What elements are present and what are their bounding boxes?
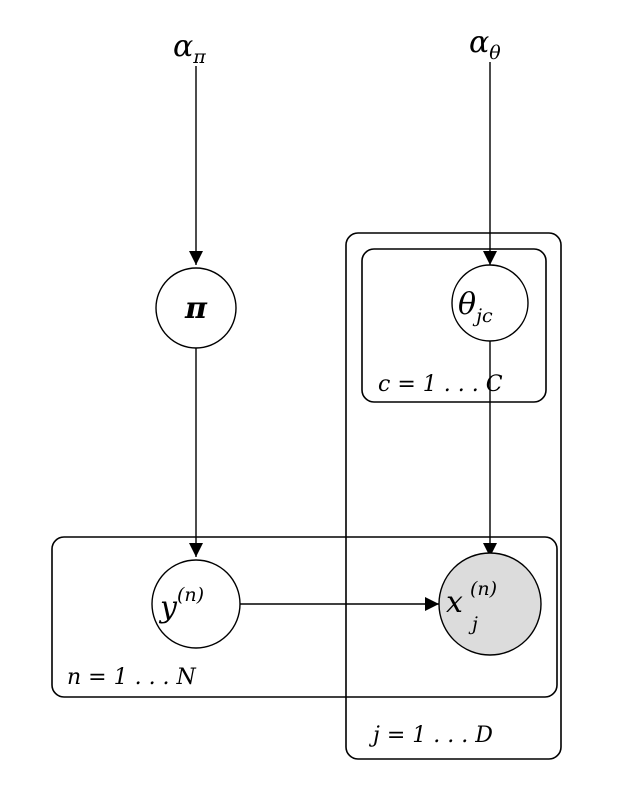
node-theta-label: θjc: [458, 287, 493, 327]
plate-n-label: n = 1 . . . N: [67, 665, 197, 690]
label-alpha-pi: απ: [173, 29, 206, 68]
node-x-subscript: j: [468, 613, 478, 635]
node-x-observed: [438, 552, 542, 656]
plate-c-label: c = 1 . . . C: [378, 372, 503, 397]
node-x-label: x: [446, 585, 463, 620]
plate-j-label: j = 1 . . . D: [368, 723, 493, 748]
node-y: [151, 559, 241, 649]
plate-j: [345, 232, 562, 760]
label-alpha-theta: αθ: [469, 25, 501, 64]
node-pi-label: π: [184, 291, 208, 326]
node-x-superscript: (n): [470, 578, 497, 600]
node-theta: [451, 264, 529, 342]
node-pi: [155, 267, 237, 349]
plate-n: [51, 536, 558, 698]
plate-c: [361, 248, 547, 403]
node-y-label: y(n): [158, 584, 204, 625]
